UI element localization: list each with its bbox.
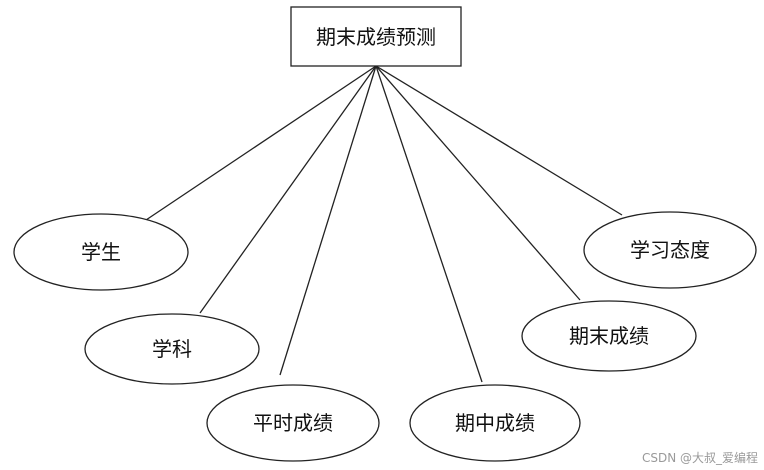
node-midterm-score: 期中成绩 — [409, 384, 581, 462]
edge-root-student — [145, 65, 377, 221]
node-final-score-ellipse — [521, 300, 697, 372]
node-subject-ellipse — [84, 313, 260, 385]
node-final-score-label: 期末成绩 — [569, 324, 649, 348]
node-attitude-ellipse — [583, 211, 757, 289]
node-student-label: 学生 — [81, 240, 121, 264]
node-regular-score: 平时成绩 — [206, 384, 380, 462]
node-final-score: 期末成绩 — [521, 300, 697, 372]
edge-root-attitude — [375, 65, 623, 216]
edge-root-regular-score — [279, 65, 377, 376]
edge-root-subject — [199, 65, 377, 314]
node-student: 学生 — [13, 213, 189, 291]
root-box — [290, 6, 462, 67]
node-midterm-score-ellipse — [409, 384, 581, 462]
node-regular-score-label: 平时成绩 — [253, 411, 333, 435]
node-student-ellipse — [13, 213, 189, 291]
node-attitude: 学习态度 — [583, 211, 757, 289]
watermark: CSDN @大叔_爱编程 — [642, 450, 758, 465]
node-subject-label: 学科 — [152, 337, 192, 361]
node-subject: 学科 — [84, 313, 260, 385]
node-midterm-score-label: 期中成绩 — [455, 411, 535, 435]
edge-root-final-score — [375, 65, 581, 301]
node-attitude-label: 学习态度 — [630, 238, 710, 262]
node-regular-score-ellipse — [206, 384, 380, 462]
connectors — [145, 65, 623, 383]
root-node: 期末成绩预测 — [290, 6, 462, 67]
edge-root-midterm-score — [375, 65, 483, 383]
root-label: 期末成绩预测 — [316, 25, 436, 49]
